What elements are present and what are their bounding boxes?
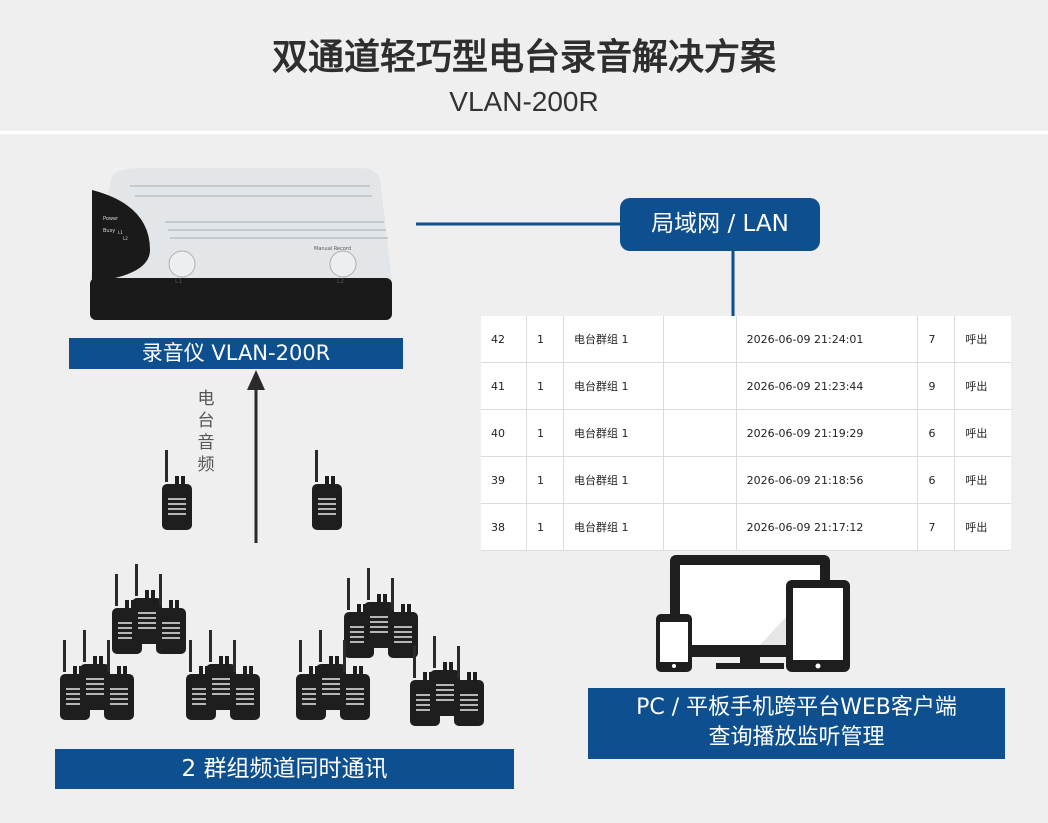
radio-icon (161, 449, 193, 531)
record-channel: 1 (526, 456, 564, 504)
audio-label-char: 音 (197, 433, 215, 453)
radio-icon (311, 449, 343, 531)
lan-badge: 局域网 / LAN (620, 198, 820, 251)
record-duration: 9 (917, 362, 956, 410)
record-duration: 7 (917, 503, 956, 551)
records-table: 42 1 电台群组 1 2026-06-09 21:24:01 7 呼出 41 … (481, 316, 1011, 551)
radio-group-left (59, 563, 261, 721)
record-duration: 6 (917, 456, 956, 504)
record-group: 电台群组 1 (563, 503, 664, 551)
busy-label: Busy (103, 228, 115, 234)
table-row[interactable]: 41 1 电台群组 1 2026-06-09 21:23:44 9 呼出 (481, 362, 1011, 410)
record-type: 呼出 (954, 409, 1011, 457)
client-banner-line2: 查询播放监听管理 (708, 725, 885, 750)
small-l2-label: L2 (123, 236, 128, 241)
record-type: 呼出 (954, 456, 1011, 504)
record-duration: 6 (917, 409, 956, 457)
radio-group-right (295, 567, 485, 727)
record-type: 呼出 (954, 503, 1011, 551)
manual-record-label: Manual Record (314, 246, 351, 252)
power-label: Power (103, 216, 119, 222)
record-time: 2026-06-09 21:19:29 (736, 409, 919, 457)
record-blank (663, 456, 737, 504)
table-row[interactable]: 42 1 电台群组 1 2026-06-09 21:24:01 7 呼出 (481, 316, 1011, 363)
recorder-device (90, 168, 392, 320)
record-blank (663, 362, 737, 410)
groups-banner: 2 群组频道同时通讯 (55, 749, 514, 789)
client-banner-line1: PC / 平板手机跨平台WEB客户端 (636, 695, 957, 720)
knob-l1-label: L1 (175, 278, 182, 285)
audio-label: 电 台 音 频 (196, 388, 216, 476)
audio-label-char: 台 (197, 411, 215, 431)
page-title: 双通道轻巧型电台录音解决方案 (271, 37, 776, 78)
record-type: 呼出 (954, 316, 1011, 363)
client-banner: PC / 平板手机跨平台WEB客户端 查询播放监听管理 (588, 688, 1005, 759)
record-group: 电台群组 1 (563, 409, 664, 457)
audio-label-char: 频 (197, 455, 215, 475)
record-blank (663, 316, 737, 363)
record-id: 40 (481, 409, 528, 457)
record-time: 2026-06-09 21:23:44 (736, 362, 919, 410)
record-group: 电台群组 1 (563, 316, 664, 363)
record-channel: 1 (526, 503, 564, 551)
page-subtitle: VLAN-200R (449, 86, 599, 117)
record-channel: 1 (526, 316, 564, 363)
record-id: 41 (481, 362, 528, 410)
record-time: 2026-06-09 21:18:56 (736, 456, 919, 504)
record-group: 电台群组 1 (563, 456, 664, 504)
record-blank (663, 409, 737, 457)
header: 双通道轻巧型电台录音解决方案 VLAN-200R (0, 0, 1048, 132)
record-time: 2026-06-09 21:17:12 (736, 503, 919, 551)
table-row[interactable]: 38 1 电台群组 1 2026-06-09 21:17:12 7 呼出 (481, 503, 1011, 551)
small-l1-label: L1 (118, 230, 123, 235)
header-divider (0, 131, 1048, 134)
radio-icon (229, 639, 261, 721)
audio-label-char: 电 (197, 389, 215, 409)
record-id: 39 (481, 456, 528, 504)
record-blank (663, 503, 737, 551)
record-id: 42 (481, 316, 528, 363)
record-channel: 1 (526, 362, 564, 410)
table-row[interactable]: 39 1 电台群组 1 2026-06-09 21:18:56 6 呼出 (481, 456, 1011, 504)
table-row[interactable]: 40 1 电台群组 1 2026-06-09 21:19:29 6 呼出 (481, 409, 1011, 457)
audio-arrow-head (247, 370, 265, 390)
record-group: 电台群组 1 (563, 362, 664, 410)
record-channel: 1 (526, 409, 564, 457)
record-id: 38 (481, 503, 528, 551)
record-type: 呼出 (954, 362, 1011, 410)
radio-icon (155, 573, 187, 655)
client-devices-icon (656, 555, 850, 672)
record-time: 2026-06-09 21:24:01 (736, 316, 919, 363)
radio-icon (453, 645, 485, 727)
record-duration: 7 (917, 316, 956, 363)
recorder-banner: 录音仪 VLAN-200R (69, 338, 403, 369)
knob-l2-label: L2 (337, 278, 344, 285)
